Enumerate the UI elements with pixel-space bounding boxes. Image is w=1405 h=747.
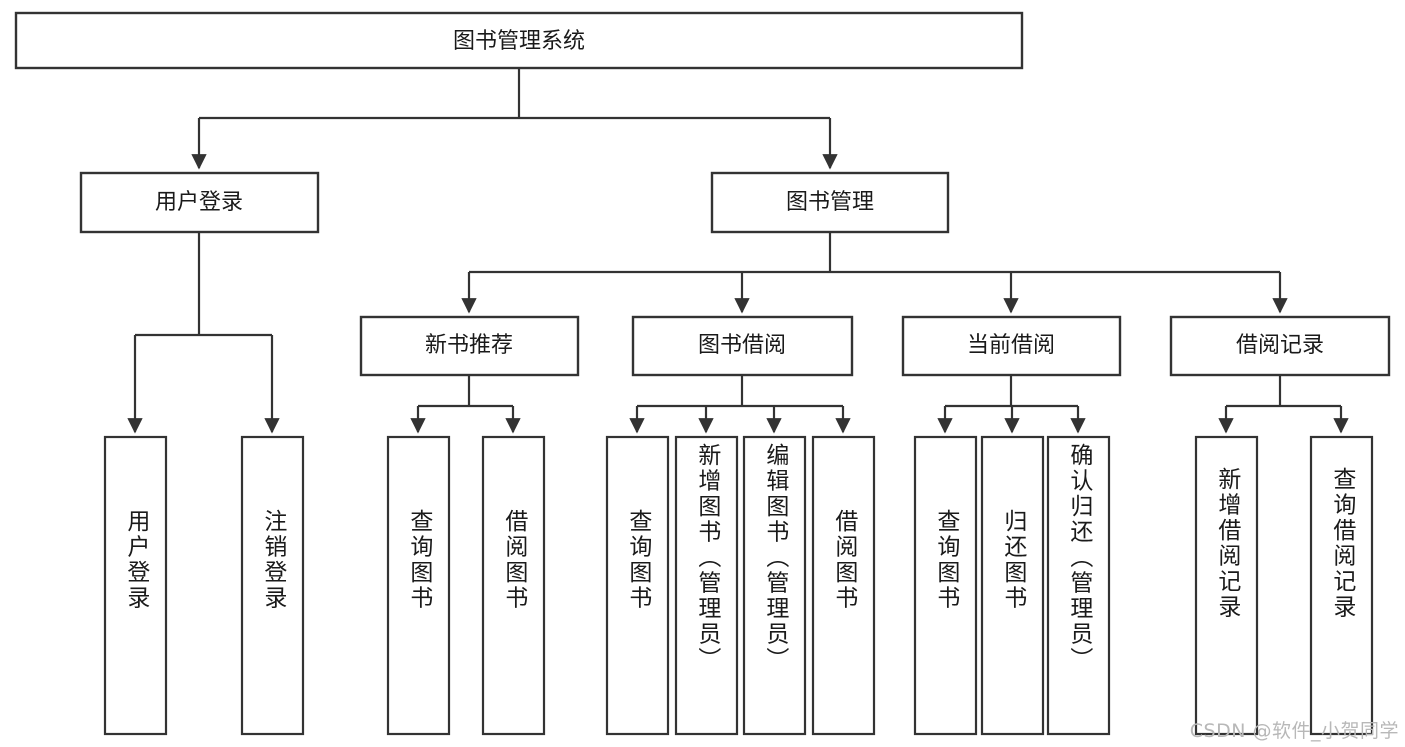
leaf-boxes-borrow-record: [1194, 435, 1374, 736]
leaf-box-current-borrow-1[interactable]: [980, 435, 1045, 736]
node-book-mgmt[interactable]: 图书管理: [710, 171, 950, 234]
leaf-box-user-login-0[interactable]: [103, 435, 168, 736]
connector-group-book-borrow: [629, 375, 851, 434]
leaf-box-new-book-0[interactable]: [386, 435, 451, 736]
leaf-box-current-borrow-0[interactable]: [913, 435, 978, 736]
connector-group-new-book: [410, 375, 521, 434]
leaf-box-user-login-1[interactable]: [240, 435, 305, 736]
node-current-borrow-label: 当前借阅: [967, 333, 1055, 358]
leaf-boxes-current-borrow: [913, 435, 1111, 736]
node-book-mgmt-box[interactable]: [710, 171, 950, 234]
watermark-text: CSDN @软件_小贺同学: [1189, 720, 1399, 742]
node-root[interactable]: 图书管理系统: [14, 11, 1024, 70]
connector-group-book-mgmt: [461, 232, 1288, 314]
leaf-box-new-book-1[interactable]: [481, 435, 546, 736]
connector-group-user-login: [127, 232, 280, 434]
leaf-boxes-user-login: [103, 435, 305, 736]
leaf-box-current-borrow-2[interactable]: [1046, 435, 1111, 736]
leaf-box-book-borrow-3[interactable]: [811, 435, 876, 736]
connector-group-borrow-record: [1218, 375, 1349, 434]
node-user-login-label: 用户登录: [155, 190, 243, 215]
node-book-borrow-label: 图书借阅: [698, 333, 786, 358]
leaf-box-borrow-record-1[interactable]: [1309, 435, 1374, 736]
node-borrow-record-label: 借阅记录: [1236, 333, 1324, 358]
connector-group-current-borrow: [937, 375, 1086, 434]
leaf-box-book-borrow-0[interactable]: [605, 435, 670, 736]
node-book-borrow-box[interactable]: [631, 315, 854, 377]
node-book-mgmt-label: 图书管理: [786, 190, 874, 215]
node-root-box[interactable]: [14, 11, 1024, 70]
leaf-box-borrow-record-0[interactable]: [1194, 435, 1259, 736]
node-root-label: 图书管理系统: [453, 29, 585, 54]
node-book-borrow[interactable]: 图书借阅: [631, 315, 854, 377]
node-new-book-recommend-label: 新书推荐: [425, 333, 513, 358]
leaf-boxes-book-borrow: [605, 435, 876, 736]
node-user-login-box[interactable]: [79, 171, 320, 234]
node-new-book-recommend[interactable]: 新书推荐: [359, 315, 580, 377]
node-borrow-record[interactable]: 借阅记录: [1169, 315, 1391, 377]
node-borrow-record-box[interactable]: [1169, 315, 1391, 377]
leaf-box-book-borrow-1[interactable]: [674, 435, 739, 736]
leaf-boxes-new-book: [386, 435, 546, 736]
node-new-book-recommend-box[interactable]: [359, 315, 580, 377]
leaf-box-book-borrow-2[interactable]: [742, 435, 807, 736]
node-current-borrow-box[interactable]: [901, 315, 1122, 377]
connector-group-root: [191, 68, 838, 170]
node-user-login[interactable]: 用户登录: [79, 171, 320, 234]
node-current-borrow[interactable]: 当前借阅: [901, 315, 1122, 377]
